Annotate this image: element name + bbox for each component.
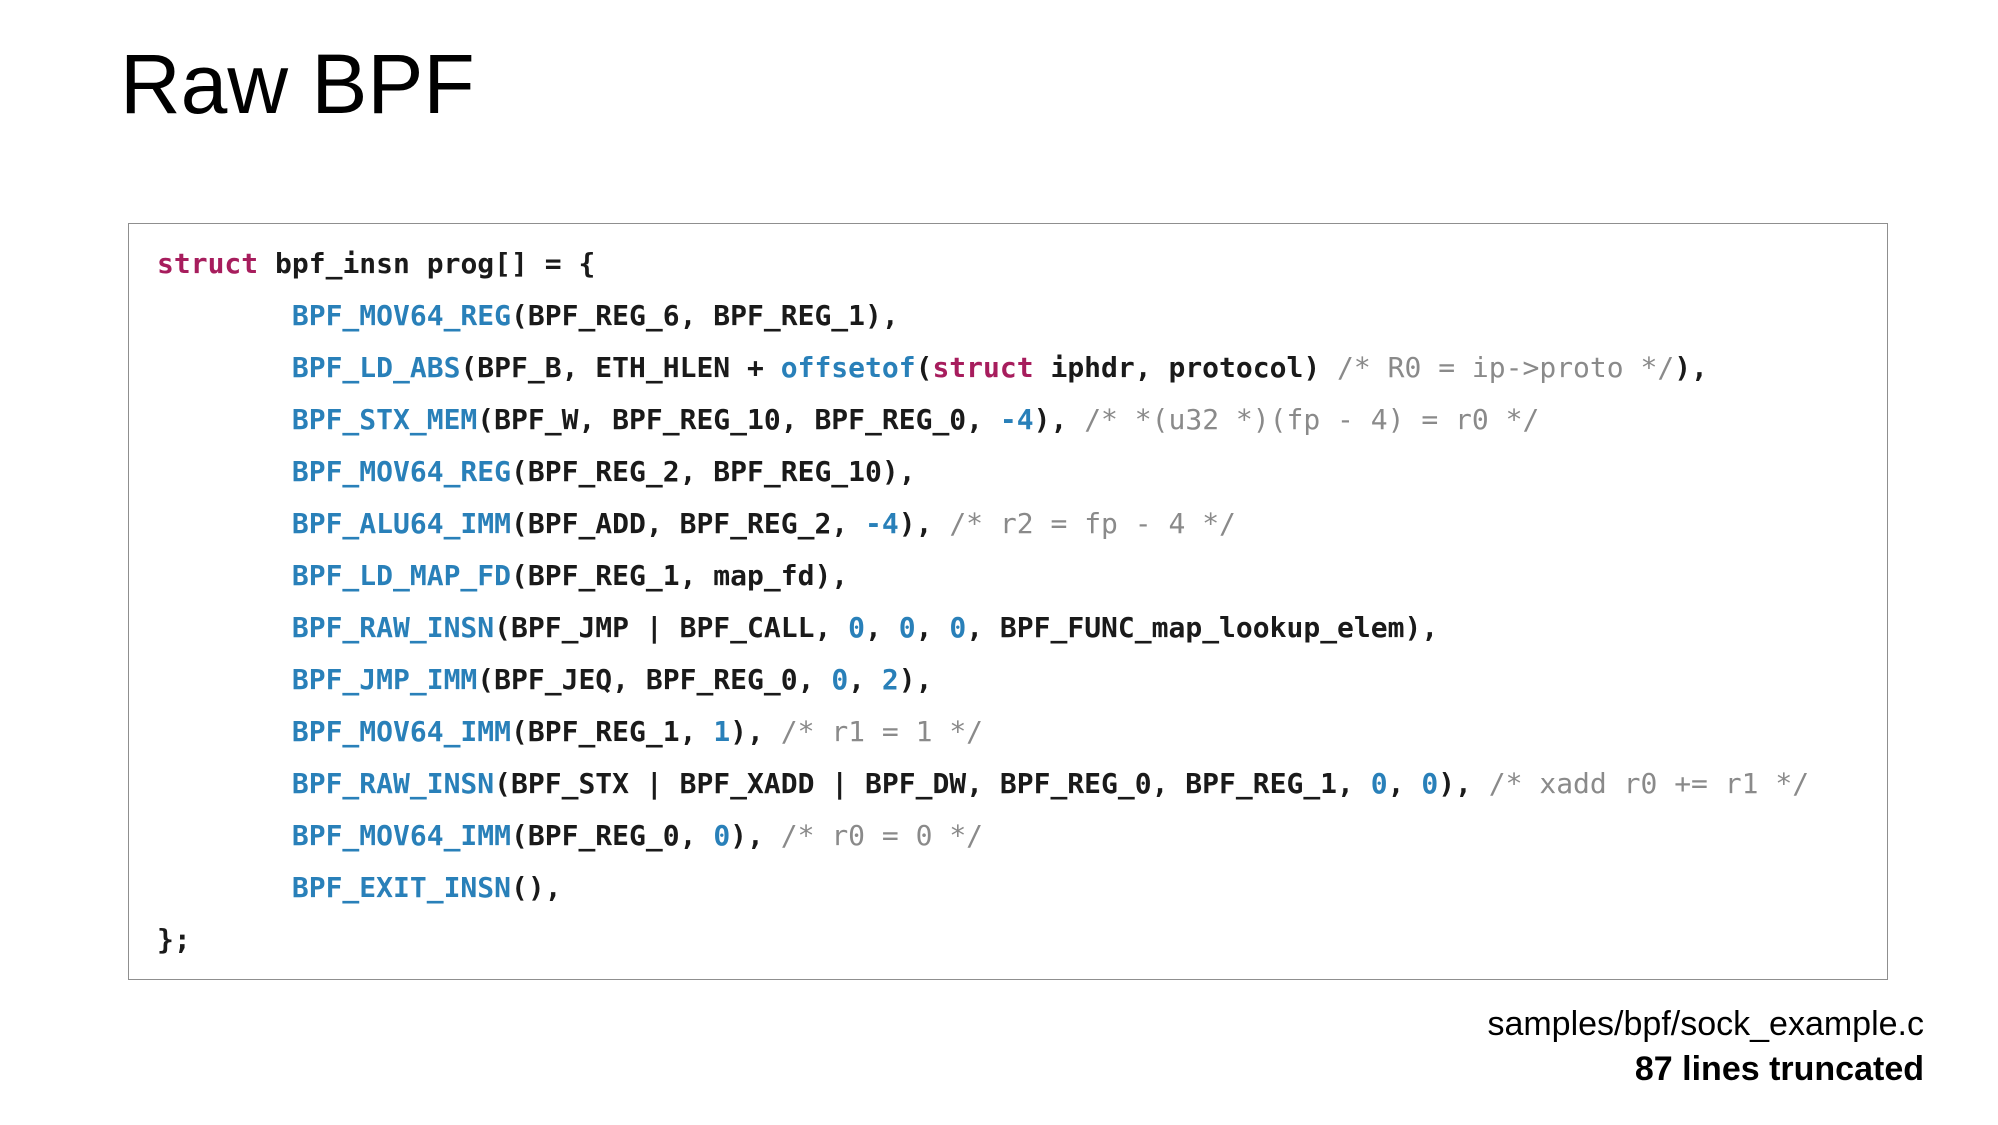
- code-line: struct bpf_insn prog[] = {: [157, 238, 1859, 290]
- code-token-num: -4: [999, 403, 1034, 436]
- code-token-pl: };: [157, 923, 191, 956]
- code-token-pl: [157, 611, 292, 644]
- code-token-cm: /* r0 = 0 */: [780, 819, 984, 852]
- code-token-pl: (BPF_B, ETH_HLEN +: [460, 351, 781, 384]
- code-token-pl: (BPF_W, BPF_REG_10, BPF_REG_0,: [477, 403, 1000, 436]
- code-token-pl: [157, 819, 292, 852]
- code-token-num: 2: [881, 663, 899, 696]
- code-token-fn: BPF_STX_MEM: [291, 403, 478, 436]
- code-token-fn: BPF_LD_MAP_FD: [291, 559, 512, 592]
- page-title: Raw BPF: [120, 37, 475, 131]
- code-token-fn: BPF_MOV64_REG: [291, 455, 512, 488]
- code-token-num: 0: [898, 611, 916, 644]
- code-token-cm: /* R0 = ip->proto */: [1337, 351, 1675, 384]
- code-token-pl: [157, 351, 292, 384]
- code-token-num: 0: [713, 819, 731, 852]
- code-line: BPF_RAW_INSN(BPF_JMP | BPF_CALL, 0, 0, 0…: [157, 602, 1859, 654]
- code-line: BPF_LD_MAP_FD(BPF_REG_1, map_fd),: [157, 550, 1859, 602]
- code-line: BPF_MOV64_REG(BPF_REG_6, BPF_REG_1),: [157, 290, 1859, 342]
- code-token-fn: offsetof: [780, 351, 916, 384]
- code-token-fn: BPF_ALU64_IMM: [291, 507, 512, 540]
- code-token-num: 1: [713, 715, 731, 748]
- code-line: BPF_EXIT_INSN(),: [157, 862, 1859, 914]
- code-token-pl: [157, 507, 292, 540]
- code-token-pl: ),: [1033, 403, 1085, 436]
- code-token-pl: iphdr, protocol): [1033, 351, 1338, 384]
- code-token-fn: BPF_EXIT_INSN: [291, 871, 512, 904]
- code-token-num: 0: [1370, 767, 1388, 800]
- code-token-num: 0: [949, 611, 967, 644]
- code-token-pl: (BPF_REG_0,: [511, 819, 714, 852]
- code-token-pl: (BPF_JEQ, BPF_REG_0,: [477, 663, 832, 696]
- code-token-fn: BPF_JMP_IMM: [291, 663, 478, 696]
- code-token-pl: [157, 559, 292, 592]
- code-token-pl: (),: [511, 871, 562, 904]
- code-token-pl: (BPF_ADD, BPF_REG_2,: [511, 507, 866, 540]
- source-file-path: samples/bpf/sock_example.c: [1487, 1005, 1924, 1043]
- code-token-fn: BPF_LD_ABS: [291, 351, 461, 384]
- code-token-pl: ,: [865, 611, 899, 644]
- code-token-pl: ,: [915, 611, 950, 644]
- code-token-fn: BPF_RAW_INSN: [291, 767, 495, 800]
- code-token-pl: ),: [730, 819, 781, 852]
- code-token-pl: [157, 871, 292, 904]
- code-line: BPF_ALU64_IMM(BPF_ADD, BPF_REG_2, -4), /…: [157, 498, 1859, 550]
- code-token-pl: ),: [1438, 767, 1489, 800]
- code-line: BPF_MOV64_IMM(BPF_REG_0, 0), /* r0 = 0 *…: [157, 810, 1859, 862]
- code-line: };: [157, 914, 1859, 966]
- code-token-pl: (BPF_REG_1, map_fd),: [511, 559, 849, 592]
- code-token-pl: [157, 663, 292, 696]
- code-token-pl: [157, 767, 292, 800]
- code-token-pl: ),: [1674, 351, 1708, 384]
- code-token-pl: ),: [730, 715, 781, 748]
- code-token-pl: (BPF_REG_2, BPF_REG_10),: [511, 455, 916, 488]
- footer: samples/bpf/sock_example.c 87 lines trun…: [1487, 1002, 1924, 1092]
- code-token-pl: , BPF_FUNC_map_lookup_elem),: [966, 611, 1439, 644]
- code-token-pl: (BPF_REG_1,: [511, 715, 714, 748]
- code-line: BPF_MOV64_REG(BPF_REG_2, BPF_REG_10),: [157, 446, 1859, 498]
- code-token-pl: ),: [898, 507, 950, 540]
- code-token-cm: /* r1 = 1 */: [780, 715, 984, 748]
- code-token-pl: [157, 455, 292, 488]
- code-token-pl: ,: [848, 663, 882, 696]
- code-token-pl: [157, 403, 292, 436]
- code-line: BPF_LD_ABS(BPF_B, ETH_HLEN + offsetof(st…: [157, 342, 1859, 394]
- truncation-note: 87 lines truncated: [1634, 1050, 1924, 1088]
- code-token-kw: struct: [157, 247, 259, 280]
- code-line: BPF_RAW_INSN(BPF_STX | BPF_XADD | BPF_DW…: [157, 758, 1859, 810]
- code-token-cm: /* *(u32 *)(fp - 4) = r0 */: [1084, 403, 1540, 436]
- code-token-pl: bpf_insn prog[] = {: [258, 247, 596, 280]
- code-token-pl: (BPF_STX | BPF_XADD | BPF_DW, BPF_REG_0,…: [494, 767, 1371, 800]
- code-token-pl: ,: [1387, 767, 1422, 800]
- code-line: BPF_JMP_IMM(BPF_JEQ, BPF_REG_0, 0, 2),: [157, 654, 1859, 706]
- code-token-num: -4: [865, 507, 899, 540]
- code-token-pl: (: [915, 351, 933, 384]
- code-token-fn: BPF_MOV64_IMM: [291, 715, 512, 748]
- code-token-cm: /* xadd r0 += r1 */: [1488, 767, 1810, 800]
- code-token-fn: BPF_RAW_INSN: [291, 611, 495, 644]
- code-token-pl: (BPF_JMP | BPF_CALL,: [494, 611, 849, 644]
- code-token-pl: ),: [898, 663, 933, 696]
- code-token-kw: struct: [932, 351, 1034, 384]
- code-block: struct bpf_insn prog[] = { BPF_MOV64_REG…: [128, 223, 1888, 980]
- code-token-cm: /* r2 = fp - 4 */: [949, 507, 1236, 540]
- code-token-pl: [157, 715, 292, 748]
- code-line: BPF_STX_MEM(BPF_W, BPF_REG_10, BPF_REG_0…: [157, 394, 1859, 446]
- code-token-num: 0: [848, 611, 866, 644]
- code-token-fn: BPF_MOV64_REG: [291, 299, 512, 332]
- code-token-fn: BPF_MOV64_IMM: [291, 819, 512, 852]
- code-line: BPF_MOV64_IMM(BPF_REG_1, 1), /* r1 = 1 *…: [157, 706, 1859, 758]
- code-token-pl: (BPF_REG_6, BPF_REG_1),: [511, 299, 899, 332]
- code-token-num: 0: [831, 663, 849, 696]
- code-token-pl: [157, 299, 292, 332]
- code-token-num: 0: [1421, 767, 1439, 800]
